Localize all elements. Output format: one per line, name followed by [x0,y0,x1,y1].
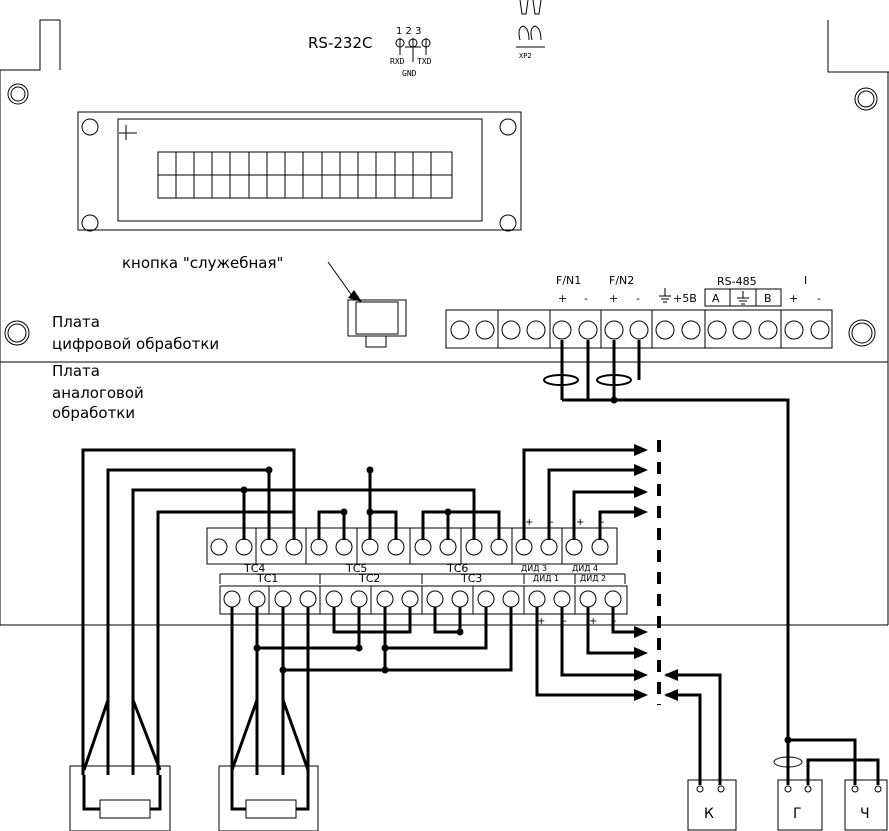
svg-text:-: - [613,616,617,627]
plus5v-label: +5В [673,292,697,305]
rs232-connector: RS-232C 1 2 3 RXD TXD GND [308,26,432,78]
did2-label: ДИД 2 [580,574,606,583]
tc3-label: ТС3 [460,572,482,585]
tc-junctions [240,466,452,516]
svg-text:-: - [601,517,605,528]
rs485-label: RS-485 [717,275,757,288]
svg-text:+: + [558,292,567,305]
digital-board-line1: Плата [52,313,100,331]
svg-text:+: + [789,292,798,305]
device-g-label: Г [793,806,802,822]
svg-text:-: - [550,517,554,528]
tc5-label: ТС5 [345,562,367,575]
rxd-label: RXD [390,57,405,66]
analog-board-line1: Плата [52,362,100,380]
device-ch-label: Ч [860,806,870,822]
svg-text:+: + [576,517,584,528]
tc-upper-wiring [81,448,501,775]
did1-label: ДИД 1 [533,574,559,583]
svg-text:-: - [584,292,588,305]
svg-text:A: A [712,292,720,305]
device-k: К [687,779,737,831]
fn1-label: F/N1 [556,274,581,287]
did4-label: ДИД 4 [572,564,598,573]
svg-text:+: + [609,292,618,305]
ground-icon [659,288,749,305]
lcd-display [77,111,522,232]
rs232-label: RS-232C [308,34,372,52]
svg-text:-: - [817,292,821,305]
tc1-label: ТС1 [256,572,278,585]
svg-text:+: + [589,616,597,627]
digital-board-line2: цифровой обработки [52,335,219,353]
xp2-label: XP2 [519,52,532,60]
svg-text:B: B [764,292,772,305]
svg-text:-: - [563,616,567,627]
gnd-label: GND [402,69,417,78]
service-button[interactable] [347,299,407,348]
tc2-label: ТС2 [358,572,380,585]
svg-text:+: + [525,517,533,528]
did3-label: ДИД 3 [521,564,547,573]
device-g: Г [777,779,823,831]
analog-block-labels: ТС4 ТС5 ТС6 ДИД 3 ДИД 4 ТС1 ТС2 ТС3 ДИД … [243,517,617,627]
thermistor-sensor-1 [69,699,171,831]
rs232-pin-numbers: 1 2 3 [396,26,421,37]
tc4-label: ТС4 [243,562,265,575]
top-terminal-labels: F/N1 F/N2 + - + - +5В RS-485 A B I + - [556,274,821,305]
svg-text:-: - [636,292,640,305]
fn2-label: F/N2 [609,274,634,287]
service-button-label: кнопка "служебная" [122,254,283,272]
tc6-label: ТС6 [446,562,468,575]
svg-text:+: + [537,616,545,627]
thermistor-sensor-2 [218,699,319,831]
did-wiring [522,448,640,697]
device-ch: Ч [844,779,888,831]
device-k-label: К [704,806,714,822]
mounting-holes [4,83,878,347]
analog-lower-block [219,574,628,615]
xp2-connector [516,0,545,48]
fn-wiring [560,340,790,785]
current-label: I [804,274,807,287]
did-arrows [634,444,648,701]
analog-board-line3: обработки [52,404,135,422]
housing-outline [0,19,889,626]
txd-label: TXD [417,57,432,66]
analog-board-line2: аналоговой [52,384,144,402]
tc-lower-wiring [230,607,513,775]
